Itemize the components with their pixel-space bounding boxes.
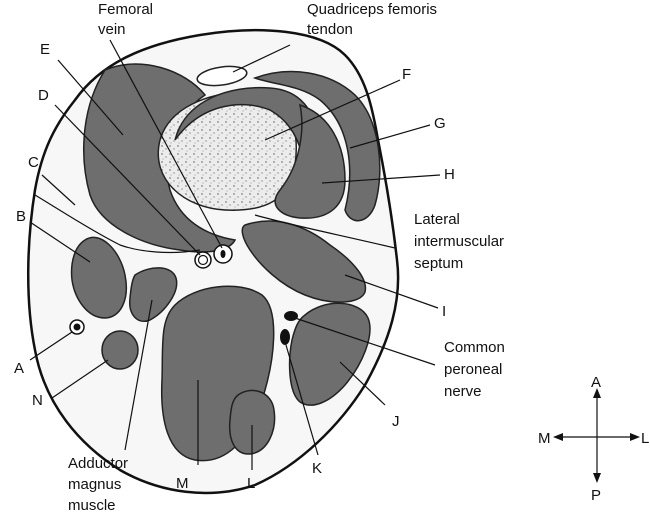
label-peroneal-3: nerve xyxy=(444,383,482,400)
femoral-artery-lumen xyxy=(220,250,226,258)
label-i: I xyxy=(442,303,446,320)
arrow-up-icon xyxy=(593,388,601,398)
common-peroneal-nerve xyxy=(284,311,298,321)
muscle-l xyxy=(228,389,276,455)
label-adductor-2: magnus xyxy=(68,476,121,493)
compass-posterior: P xyxy=(591,487,601,504)
femoral-vein-inner xyxy=(197,254,209,266)
compass-lateral: L xyxy=(641,430,649,447)
label-m: M xyxy=(176,475,189,492)
muscle-h xyxy=(274,103,346,219)
muscle-i xyxy=(241,220,367,303)
label-quadriceps-1: Quadriceps femoris xyxy=(307,1,437,18)
label-k: K xyxy=(312,460,322,477)
label-g: G xyxy=(434,115,446,132)
structure-k xyxy=(280,329,290,345)
arrow-left-icon xyxy=(553,433,563,441)
leader-lines xyxy=(29,39,441,470)
label-h: H xyxy=(444,166,455,183)
label-f: F xyxy=(402,66,411,83)
label-n: N xyxy=(32,392,43,409)
label-lateral-septum-3: septum xyxy=(414,255,463,272)
compass-medial: M xyxy=(538,430,551,447)
muscle-b xyxy=(70,236,127,319)
muscle-n xyxy=(101,330,139,370)
lateral-intermuscular-septum xyxy=(254,214,396,249)
label-adductor-3: muscle xyxy=(68,497,116,514)
medial-septum xyxy=(34,194,201,254)
label-femoral-vein-2: vein xyxy=(98,21,126,38)
orientation-compass: A P M L xyxy=(538,374,649,504)
label-peroneal-1: Common xyxy=(444,339,505,356)
arrow-right-icon xyxy=(630,433,640,441)
label-a: A xyxy=(14,360,24,377)
label-c: C xyxy=(28,154,39,171)
vessel-a-lumen xyxy=(73,323,81,331)
label-lateral-septum-1: Lateral xyxy=(414,211,460,228)
label-b: B xyxy=(16,208,26,225)
muscle-j xyxy=(288,302,371,406)
compass-anterior: A xyxy=(591,374,601,391)
label-d: D xyxy=(38,87,49,104)
muscle-g xyxy=(252,70,381,222)
adductor-magnus-muscle xyxy=(129,267,178,322)
arrow-down-icon xyxy=(593,473,601,483)
label-lateral-septum-2: intermuscular xyxy=(414,233,504,250)
label-quadriceps-2: tendon xyxy=(307,21,353,38)
label-adductor-1: Adductor xyxy=(68,455,128,472)
label-femoral-vein-1: Femoral xyxy=(98,1,153,18)
label-peroneal-2: peroneal xyxy=(444,361,502,378)
label-l: L xyxy=(247,475,255,492)
label-e: E xyxy=(40,41,50,58)
label-j: J xyxy=(392,413,400,430)
